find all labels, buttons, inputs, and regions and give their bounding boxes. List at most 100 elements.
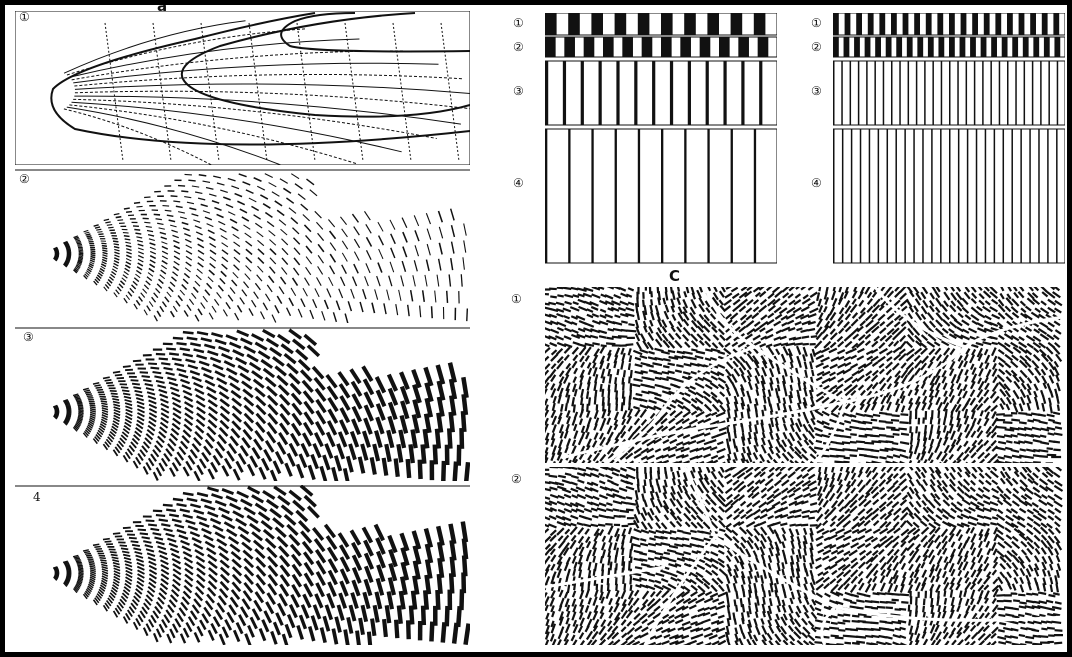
orientation-dash xyxy=(171,393,180,397)
orientation-dash xyxy=(136,619,140,626)
orientation-dash xyxy=(168,605,174,612)
orientation-dash xyxy=(330,243,336,251)
orientation-dash xyxy=(301,299,305,307)
orientation-dash xyxy=(315,211,322,218)
orientation-dash xyxy=(273,357,284,365)
orientation-dash xyxy=(101,264,106,266)
orientation-dash xyxy=(256,592,263,602)
orientation-dash xyxy=(184,628,189,637)
orientation-dash xyxy=(288,453,294,466)
orientation-dash xyxy=(161,413,169,418)
orientation-dash xyxy=(290,605,296,618)
orientation-dash xyxy=(125,561,132,563)
orientation-dash xyxy=(124,298,127,303)
orientation-dash xyxy=(217,378,227,383)
texture-stroke xyxy=(785,389,787,396)
texture-stroke xyxy=(1058,405,1059,411)
orientation-dash xyxy=(160,399,168,403)
orientation-dash xyxy=(181,441,187,448)
orientation-dash xyxy=(426,260,429,271)
orientation-dash xyxy=(342,241,347,249)
texture-stroke xyxy=(587,391,588,399)
orientation-dash xyxy=(303,381,313,392)
orientation-dash xyxy=(125,265,130,268)
orientation-dash xyxy=(243,182,251,185)
orientation-dash xyxy=(318,255,323,263)
orientation-dash xyxy=(209,313,213,320)
stripe-bar xyxy=(984,13,990,35)
orientation-dash xyxy=(243,225,250,229)
orientation-dash xyxy=(263,620,268,632)
orientation-dash xyxy=(150,256,156,259)
orientation-dash xyxy=(290,535,300,545)
panel-b2-label-2: ② xyxy=(811,41,822,53)
orientation-dash xyxy=(112,557,119,558)
orientation-dash xyxy=(278,603,284,615)
texture-stroke xyxy=(627,503,636,504)
orientation-dash xyxy=(289,615,294,628)
orientation-dash xyxy=(328,594,334,608)
orientation-dash xyxy=(217,539,227,545)
orientation-dash xyxy=(195,593,202,601)
orientation-dash xyxy=(198,626,203,636)
texture-stroke xyxy=(645,479,646,486)
orientation-dash xyxy=(375,289,378,299)
texture-stroke xyxy=(736,446,738,452)
orientation-dash xyxy=(267,602,273,613)
orientation-dash xyxy=(126,249,131,251)
orientation-dash xyxy=(196,426,204,433)
orientation-dash xyxy=(173,235,179,237)
texture-stroke xyxy=(621,502,627,503)
orientation-dash xyxy=(136,559,143,562)
stripe-bar xyxy=(931,129,933,263)
orientation-dash xyxy=(172,429,179,435)
orientation-dash xyxy=(114,410,120,412)
orientation-dash xyxy=(224,522,234,528)
stripe-bar xyxy=(896,37,902,57)
orientation-dash xyxy=(173,267,178,271)
orientation-dash xyxy=(231,597,238,607)
orientation-dash xyxy=(113,266,118,269)
orientation-dash xyxy=(267,500,278,508)
orientation-dash xyxy=(170,225,176,227)
orientation-dash xyxy=(451,209,454,221)
orientation-dash xyxy=(204,607,210,616)
orientation-dash xyxy=(348,456,352,472)
stripe-bar xyxy=(938,37,944,57)
texture-stroke xyxy=(794,344,803,345)
orientation-dash xyxy=(414,215,418,226)
orientation-dash xyxy=(129,538,137,539)
orientation-dash xyxy=(174,246,180,249)
orientation-dash xyxy=(166,534,175,537)
orientation-dash xyxy=(136,270,141,273)
orientation-dash xyxy=(328,220,334,227)
orientation-dash xyxy=(372,303,375,313)
texture-stroke xyxy=(639,553,646,555)
orientation-dash xyxy=(466,624,469,645)
orientation-dash xyxy=(145,545,153,547)
orientation-dash xyxy=(278,442,285,454)
orientation-dash xyxy=(78,407,83,408)
stripe-bar xyxy=(833,61,835,125)
orientation-dash xyxy=(188,180,195,181)
stripe-bar xyxy=(970,37,976,57)
texture-stroke xyxy=(624,397,625,406)
orientation-dash xyxy=(235,194,242,197)
orientation-dash xyxy=(221,236,227,240)
orientation-dash xyxy=(197,562,205,568)
texture-stroke xyxy=(628,324,634,325)
orientation-dash xyxy=(190,371,200,374)
texture-stroke xyxy=(626,344,634,345)
orientation-dash xyxy=(171,434,178,440)
orientation-dash xyxy=(186,262,192,266)
orientation-dash xyxy=(292,394,301,405)
orientation-dash xyxy=(114,261,119,263)
orientation-dash xyxy=(399,290,401,301)
orientation-dash xyxy=(149,574,156,578)
stripe-bar xyxy=(904,129,906,263)
orientation-dash xyxy=(121,548,128,549)
texture-stroke xyxy=(998,442,1006,443)
orientation-dash xyxy=(209,568,217,575)
orientation-dash xyxy=(116,290,120,294)
orientation-dash xyxy=(100,560,106,561)
